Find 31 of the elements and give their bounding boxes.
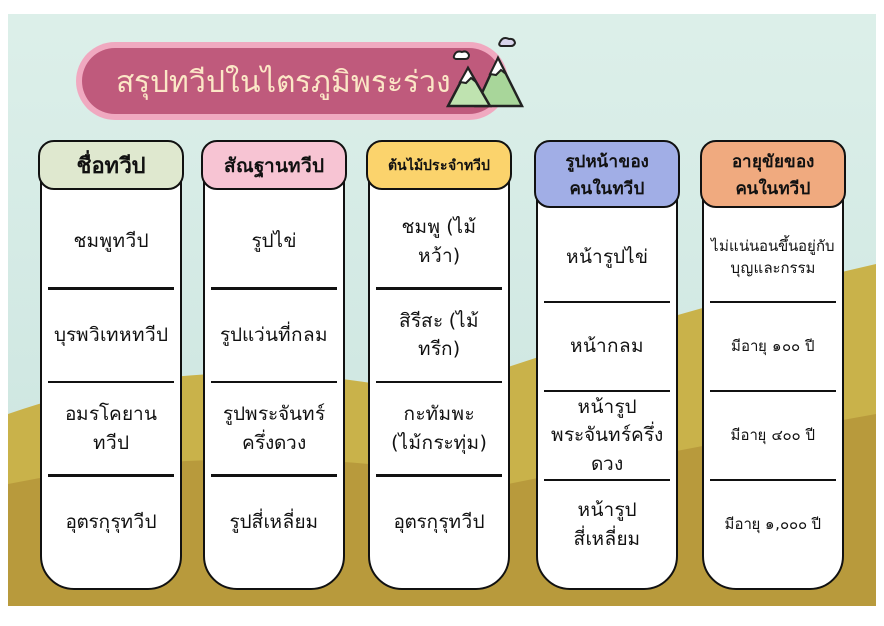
title-banner: สรุปทวีปในไตรภูมิพระร่วง — [82, 48, 502, 114]
entry-text: รูปสี่เหลี่ยม — [230, 508, 318, 537]
header-tab: ต้นไม้ประจำทวีป — [366, 140, 512, 190]
entry-text: สิรีสะ (ไม้ทรีก) — [398, 308, 480, 362]
header-tab: รูปหน้าของคนในทวีป — [534, 140, 680, 208]
entry-text: ชมพูทวีป — [74, 229, 148, 254]
entry-text: รูปแว่นที่กลม — [220, 320, 328, 348]
entry-text: กะทัมพะ (ไม้กระทุ่ม) — [390, 402, 488, 456]
entry-text: หน้ารูปไข่ — [566, 245, 648, 270]
header-tab: สัณฐานทวีป — [201, 140, 347, 190]
column-card — [536, 142, 678, 590]
column-card — [40, 142, 182, 590]
entry-text: รูปพระจันทร์ครึ่งดวง — [222, 402, 326, 456]
entry-text: หน้ารูปพระจันทร์ครึ่งดวง — [550, 394, 664, 477]
header-tab: ชื่อทวีป — [38, 140, 184, 190]
entry-text: มีอายุ ๔๐๐ ปี — [730, 425, 816, 446]
entry-text: หน้ารูปสี่เหลี่ยม — [572, 498, 642, 552]
entry-text: ไม่แน่นอนขึ้นอยู่กับบุญและกรรม — [710, 234, 836, 280]
entry-text: มีอายุ ๑,๐๐๐ ปี — [724, 514, 822, 536]
entry-text: อุตรกุรุทวีป — [394, 510, 484, 536]
entry-text: หน้ากลม — [570, 334, 644, 360]
entry-text: อมรโคยานทวีป — [64, 402, 158, 456]
entry-text: มีอายุ ๑๐๐ ปี — [731, 336, 815, 358]
column-card — [368, 142, 510, 590]
entry-text: บุรพวิเทหทวีป — [54, 322, 168, 348]
column-card — [702, 142, 844, 590]
column-card — [203, 142, 345, 590]
entry-text: อุตรกุรุทวีป — [66, 510, 156, 536]
header-tab: อายุขัยของคนในทวีป — [700, 140, 846, 208]
entry-text: รูปไข่ — [252, 229, 296, 254]
entry-text: ชมพู (ไม้หว้า) — [400, 215, 478, 269]
